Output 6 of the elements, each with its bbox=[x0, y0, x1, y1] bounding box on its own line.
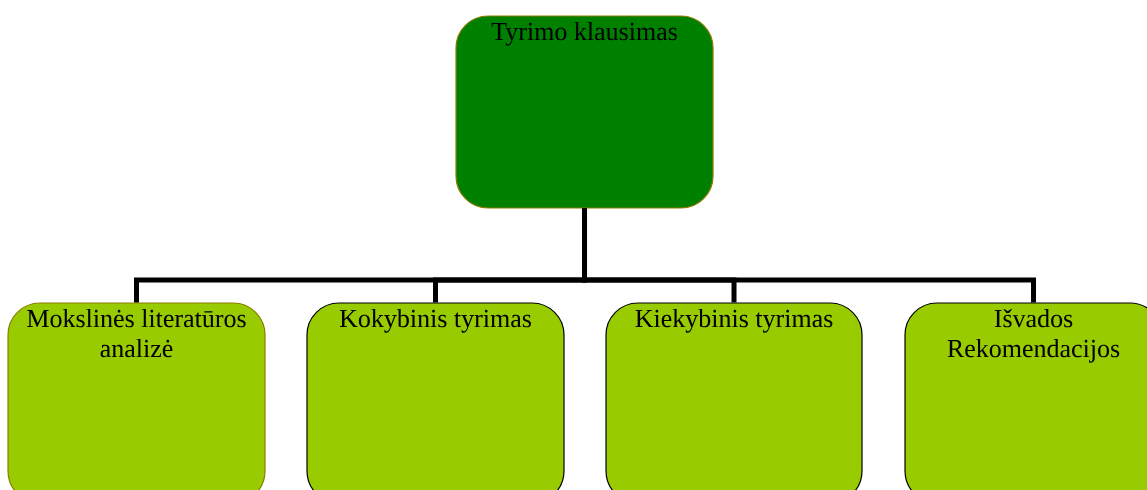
process-box: Tyrimo klausimas bbox=[455, 15, 714, 209]
process-box: Išvados Rekomendacijos bbox=[904, 302, 1147, 490]
process-box: Kiekybinis tyrimas bbox=[605, 302, 863, 490]
connector-line bbox=[582, 208, 1036, 303]
process-box: Mokslinės literatūros analizė bbox=[7, 302, 266, 490]
process-box: Kokybinis tyrimas bbox=[306, 302, 565, 490]
